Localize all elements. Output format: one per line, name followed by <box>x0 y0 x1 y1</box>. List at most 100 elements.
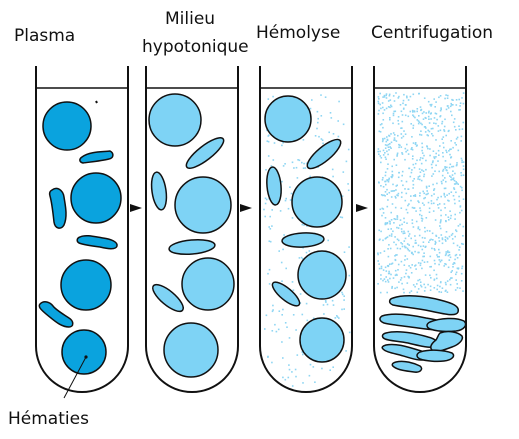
hemoglobin-dot <box>459 287 461 289</box>
hemoglobin-dot <box>424 174 426 176</box>
hemoglobin-dot <box>408 276 410 278</box>
hemoglobin-dot <box>417 178 419 180</box>
hemoglobin-dot <box>377 260 379 262</box>
hemoglobin-dot <box>267 140 269 142</box>
hemoglobin-dot <box>415 264 417 266</box>
hemoglobin-dot <box>383 269 385 271</box>
hemoglobin-dot <box>327 304 329 306</box>
hemoglobin-dot <box>458 125 460 127</box>
hemoglobin-dot <box>413 207 415 209</box>
hemoglobin-dot <box>461 162 463 164</box>
hemoglobin-dot <box>455 129 457 131</box>
hemoglobin-dot <box>388 149 390 151</box>
hemoglobin-dot <box>383 154 385 156</box>
hemoglobin-dot <box>345 350 347 352</box>
hemoglobin-dot <box>332 366 334 368</box>
hemoglobin-dot <box>423 241 425 243</box>
hemoglobin-dot <box>443 136 445 138</box>
hemoglobin-dot <box>282 377 284 379</box>
hemoglobin-dot <box>417 228 419 230</box>
hemoglobin-dot <box>434 248 436 250</box>
hemoglobin-dot <box>299 160 301 162</box>
hemoglobin-dot <box>288 208 290 210</box>
hemoglobin-dot <box>388 281 390 283</box>
hemoglobin-dot <box>405 255 407 257</box>
hemoglobin-dot <box>428 202 430 204</box>
hemoglobin-dot <box>454 214 456 216</box>
hemoglobin-dot <box>310 108 312 110</box>
hemoglobin-dot <box>384 152 386 154</box>
hemoglobin-dot <box>332 300 334 302</box>
hemoglobin-dot <box>397 154 399 156</box>
hemoglobin-dot <box>461 97 463 99</box>
hemoglobin-dot <box>323 304 325 306</box>
hemoglobin-dot <box>451 270 453 272</box>
hemoglobin-dot <box>436 254 438 256</box>
hemoglobin-dot <box>411 147 413 149</box>
hemoglobin-dot <box>387 236 389 238</box>
hemoglobin-dot <box>378 110 380 112</box>
hemoglobin-dot <box>445 284 447 286</box>
hemoglobin-dot <box>441 181 443 183</box>
hemoglobin-dot <box>449 154 451 156</box>
hemoglobin-dot <box>401 175 403 177</box>
hemoglobin-dot <box>433 173 435 175</box>
hemoglobin-dot <box>381 194 383 196</box>
hemoglobin-dot <box>285 268 287 270</box>
hemoglobin-dot <box>448 130 450 132</box>
hemoglobin-dot <box>382 280 384 282</box>
hemoglobin-dot <box>451 115 453 117</box>
hemoglobin-dot <box>450 111 452 113</box>
hemoglobin-dot <box>456 182 458 184</box>
label-hematies: Hématies <box>8 409 89 429</box>
hemoglobin-dot <box>445 240 447 242</box>
hemoglobin-dot <box>407 205 409 207</box>
hemoglobin-dot <box>455 279 457 281</box>
hemoglobin-dot <box>447 97 449 99</box>
hemoglobin-dot <box>301 257 303 259</box>
hemoglobin-dot <box>438 154 440 156</box>
hemoglobin-dot <box>445 94 447 96</box>
hemoglobin-dot <box>398 123 400 125</box>
hemoglobin-dot <box>396 287 398 289</box>
hemoglobin-dot <box>384 138 386 140</box>
hemoglobin-dot <box>462 290 464 292</box>
hemoglobin-dot <box>430 104 432 106</box>
hemoglobin-dot <box>433 203 435 205</box>
hemoglobin-dot <box>417 108 419 110</box>
hemoglobin-dot <box>382 138 384 140</box>
hemoglobin-dot <box>445 253 447 255</box>
hemoglobin-dot <box>408 203 410 205</box>
hemoglobin-dot <box>321 368 323 370</box>
hemoglobin-dot <box>411 290 413 292</box>
hemoglobin-dot <box>285 198 287 200</box>
hemoglobin-dot <box>422 202 424 204</box>
hemoglobin-dot <box>440 228 442 230</box>
hemoglobin-dot <box>382 96 384 98</box>
hemoglobin-dot <box>448 267 450 269</box>
hemoglobin-dot <box>386 136 388 138</box>
hemoglobin-dot <box>459 105 461 107</box>
hemoglobin-dot <box>343 299 345 301</box>
hemoglobin-dot <box>415 268 417 270</box>
hemoglobin-dot <box>445 221 447 223</box>
hemoglobin-dot <box>282 357 284 359</box>
hemoglobin-dot <box>419 229 421 231</box>
hemoglobin-dot <box>300 293 302 295</box>
hemoglobin-dot <box>411 252 413 254</box>
hemoglobin-dot <box>431 200 433 202</box>
hemoglobin-dot <box>463 174 465 176</box>
hemoglobin-dot <box>264 328 266 330</box>
hemoglobin-dot <box>378 148 380 150</box>
hemoglobin-dot <box>325 300 327 302</box>
hemoglobin-dot <box>449 167 451 169</box>
hemoglobin-dot <box>463 92 465 94</box>
hemoglobin-dot <box>377 151 379 153</box>
hemoglobin-dot <box>440 196 442 198</box>
hemoglobin-dot <box>272 305 274 307</box>
hemoglobin-dot <box>395 92 397 94</box>
hemoglobin-dot <box>419 235 421 237</box>
hemoglobin-dot <box>380 124 382 126</box>
hemoglobin-dot <box>408 99 410 101</box>
